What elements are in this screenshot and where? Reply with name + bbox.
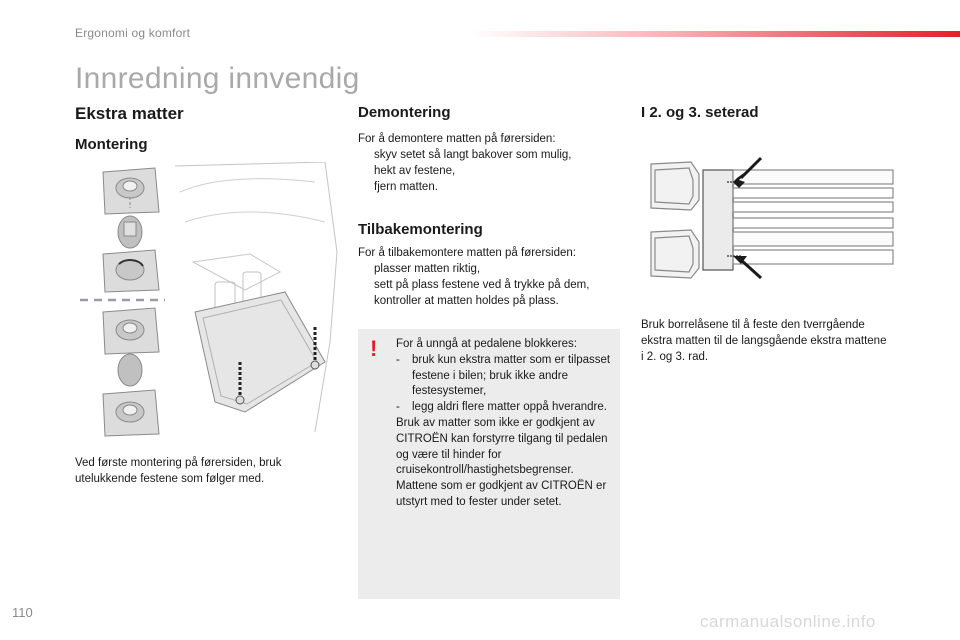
warning-list: -bruk kun ekstra matter som er tilpasset…: [396, 353, 612, 416]
list-item: plasser matten riktig,: [374, 263, 481, 275]
warning-paragraph-1: Bruk av matter som ikke er godkjent av C…: [396, 416, 608, 477]
page-number: 110: [12, 605, 33, 620]
list-item: kontroller at matten holdes på plass.: [374, 295, 559, 307]
heading-seterad: I 2. og 3. seterad: [641, 104, 759, 121]
heading-montering: Montering: [75, 136, 148, 153]
mat-fastener-illustration: [80, 162, 338, 437]
tilbakemontering-steps: plasser matten riktig, sett på plass fes…: [358, 261, 620, 309]
warning-text: For å unngå at pedalene blokkeres: -bruk…: [396, 337, 612, 511]
demontering-section: For å demontere matten på førersiden: sk…: [358, 131, 618, 195]
montering-caption: Ved første montering på førersiden, bruk…: [75, 457, 282, 485]
heading-ekstra-matter: Ekstra matter: [75, 104, 184, 123]
demontering-steps: skyv setet så langt bakover som mulig, h…: [358, 147, 618, 195]
watermark: carmanualsonline.info: [700, 612, 876, 631]
seat-row-mat-diagram: [650, 156, 894, 280]
list-item: sett på plass festene ved å trykke på de…: [374, 279, 590, 291]
list-item: -legg aldri flere matter oppå hverandre.: [396, 401, 607, 414]
section-header: Ergonomi og komfort: [75, 26, 191, 40]
heading-demontering: Demontering: [358, 104, 451, 121]
page-title: Innredning innvendig: [75, 62, 360, 95]
list-item: -bruk kun ekstra matter som er tilpasset…: [396, 353, 611, 398]
list-item: hekt av festene,: [374, 165, 456, 177]
demontering-intro: For å demontere matten på førersiden:: [358, 133, 556, 145]
tilbakemontering-intro: For å tilbakemontere matten på førerside…: [358, 247, 576, 259]
warning-exclamation-icon: !: [370, 336, 378, 361]
list-item: skyv setet så langt bakover som mulig,: [374, 149, 572, 161]
tilbakemontering-section: For å tilbakemontere matten på førerside…: [358, 245, 620, 309]
warning-intro: For å unngå at pedalene blokkeres:: [396, 338, 577, 350]
list-item: fjern matten.: [374, 181, 438, 193]
warning-paragraph-2: Mattene som er godkjent av CITROËN er ut…: [396, 480, 607, 508]
warning-box: [358, 329, 620, 599]
header-accent-bar: [470, 31, 960, 37]
seterad-caption: Bruk borrelåsene til å feste den tverrgå…: [641, 319, 887, 363]
heading-tilbakemontering: Tilbakemontering: [358, 221, 483, 238]
